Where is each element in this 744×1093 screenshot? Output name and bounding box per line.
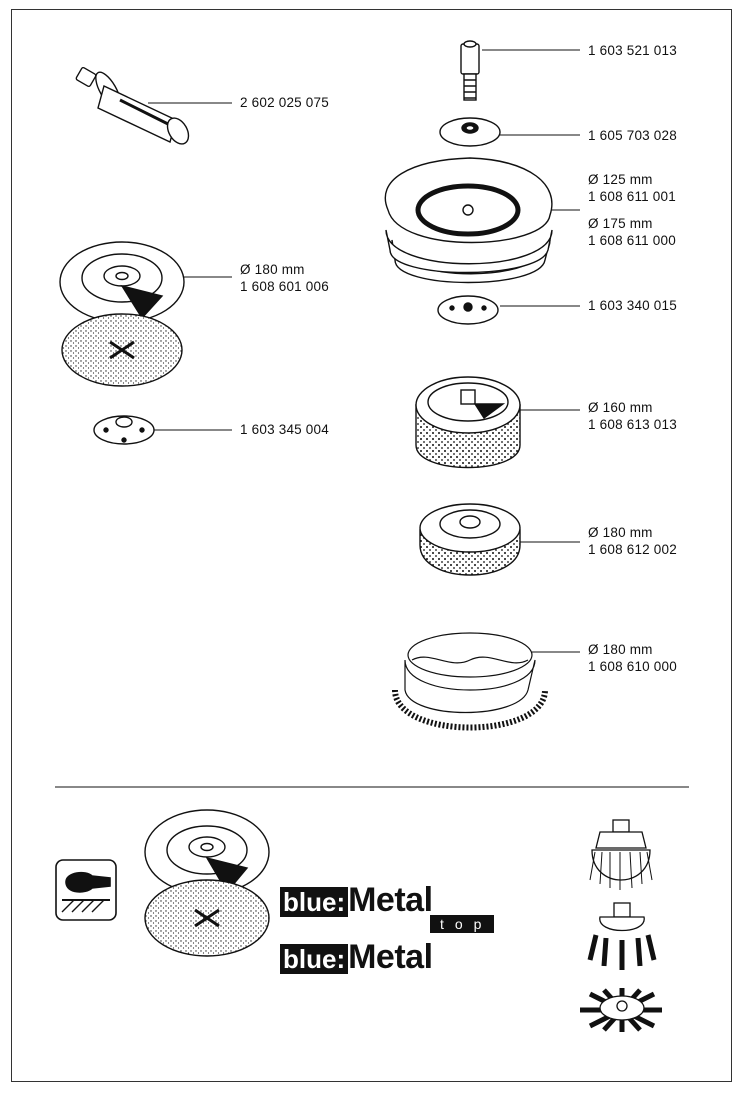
nut-left-code: 1 603 345 004 xyxy=(240,422,329,437)
side-handle-icon xyxy=(75,66,190,145)
stacked-discs-icon xyxy=(384,157,553,284)
knot-wheel-brush-icon xyxy=(580,988,662,1032)
cup-160-diameter: Ø 160 mm xyxy=(588,400,653,415)
cup-brush-icon xyxy=(589,819,653,890)
brush-180-diameter: Ø 180 mm xyxy=(588,642,653,657)
backing-pad-code: 1 608 601 006 xyxy=(240,279,329,294)
washer-code: 1 605 703 028 xyxy=(588,128,677,143)
disc-175-code: 1 608 611 000 xyxy=(588,233,676,248)
cup-wheel-160-icon xyxy=(415,376,521,469)
spindle-code: 1 603 521 013 xyxy=(588,43,677,58)
backing-pad-icon xyxy=(59,241,185,387)
clamp-nut-left-icon xyxy=(93,415,155,445)
backing-pad-large-icon xyxy=(144,809,270,957)
cup-160-code: 1 608 613 013 xyxy=(588,417,677,432)
wire-brush-180-icon xyxy=(392,632,548,731)
brush-180-code: 1 608 610 000 xyxy=(588,659,677,674)
cup-180-diameter: Ø 180 mm xyxy=(588,525,653,540)
cup-180-code: 1 608 612 002 xyxy=(588,542,677,557)
page-frame xyxy=(11,9,732,1082)
disc-175-diameter: Ø 175 mm xyxy=(588,216,653,231)
logo-blue-metal: blue:Metal xyxy=(280,940,433,974)
logo-blue-metal-top: blue:Metal top xyxy=(280,883,495,933)
nut-right-code: 1 603 340 015 xyxy=(588,298,677,313)
handle-code: 2 602 025 075 xyxy=(240,95,329,110)
disc-125-code: 1 608 611 001 xyxy=(588,189,676,204)
clamp-nut-right-icon xyxy=(437,295,499,325)
washer-icon xyxy=(439,117,501,147)
cup-wheel-180-icon xyxy=(419,503,521,576)
disc-125-diameter: Ø 125 mm xyxy=(588,172,653,187)
grinder-icon xyxy=(55,859,117,921)
leader-lines xyxy=(148,49,580,653)
backing-pad-diameter: Ø 180 mm xyxy=(240,262,305,277)
spindle-icon xyxy=(460,40,480,101)
knot-cup-brush-icon xyxy=(587,902,657,970)
